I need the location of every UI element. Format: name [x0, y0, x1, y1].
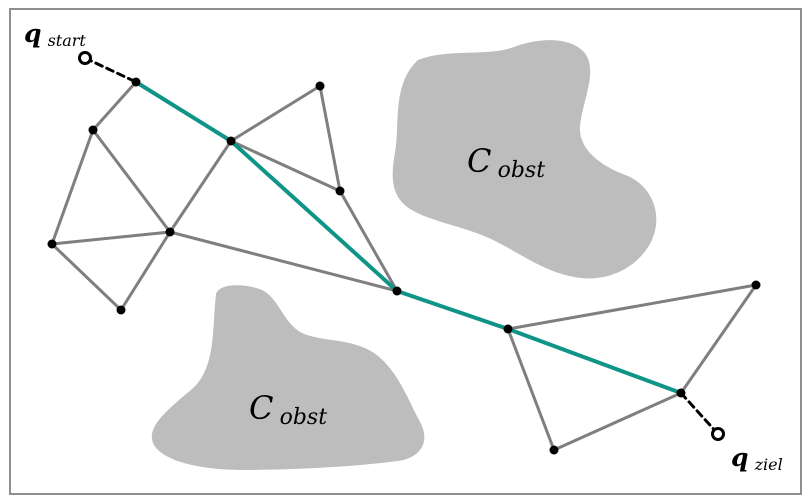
start-label: q start: [24, 19, 86, 50]
roadmap-edge: [50, 230, 172, 246]
solution-path-segment: [134, 80, 233, 143]
start-label-main: q: [24, 19, 41, 48]
roadmap-node: [131, 77, 141, 87]
upper-obstacle-label-sub: obst: [498, 158, 546, 183]
roadmap-node: [751, 280, 761, 290]
goal-connector: [679, 391, 720, 436]
roadmap-edge: [168, 230, 399, 293]
roadmap-node: [315, 81, 325, 91]
roadmap-edge: [679, 283, 758, 395]
upper-obstacle-label: C obst: [467, 142, 545, 183]
goal-label-sub: ziel: [754, 455, 783, 474]
roadmap-node: [116, 305, 126, 315]
roadmap-node: [47, 239, 57, 249]
roadmap-node: [392, 286, 402, 296]
roadmap-nodes: [47, 77, 761, 455]
lower-obstacle-label: C obst: [249, 389, 327, 430]
lower-obstacle-label-main: C: [249, 389, 273, 427]
roadmap-node: [226, 136, 236, 146]
roadmap-edge: [338, 189, 399, 293]
start-node: [78, 51, 92, 65]
start-connector: [83, 56, 138, 84]
roadmap-edges: [50, 80, 758, 452]
goal-label-main: q: [731, 443, 748, 472]
roadmap-node: [165, 227, 175, 237]
roadmap-edge: [91, 128, 172, 234]
roadmap-edge: [50, 242, 123, 312]
roadmap-edge: [229, 139, 342, 193]
roadmap-node: [676, 388, 686, 398]
roadmap-edge: [91, 80, 138, 132]
roadmap-node: [503, 324, 513, 334]
solution-path-segment: [229, 139, 399, 293]
upper-obstacle-label-main: C: [467, 142, 491, 180]
upper-obstacle: [392, 40, 657, 279]
roadmap-edge: [229, 84, 322, 143]
solution-path: [134, 80, 683, 395]
roadmap-node: [335, 186, 345, 196]
roadmap-edge: [50, 128, 95, 246]
roadmap-edge: [552, 391, 683, 452]
solution-path-segment: [506, 327, 683, 395]
roadmap-edge: [168, 139, 233, 234]
goal-label: q ziel: [731, 443, 783, 474]
roadmap-node: [88, 125, 98, 135]
roadmap-node: [549, 445, 559, 455]
roadmap-edge: [119, 230, 172, 312]
roadmap-edge: [506, 327, 556, 452]
roadmap-edge: [318, 84, 342, 193]
solution-path-segment: [395, 289, 510, 331]
goal-node: [711, 427, 725, 441]
lower-obstacle: [151, 285, 425, 470]
lower-obstacle-label-sub: obst: [280, 405, 328, 430]
roadmap-edge: [506, 283, 758, 331]
start-label-sub: start: [48, 31, 87, 50]
